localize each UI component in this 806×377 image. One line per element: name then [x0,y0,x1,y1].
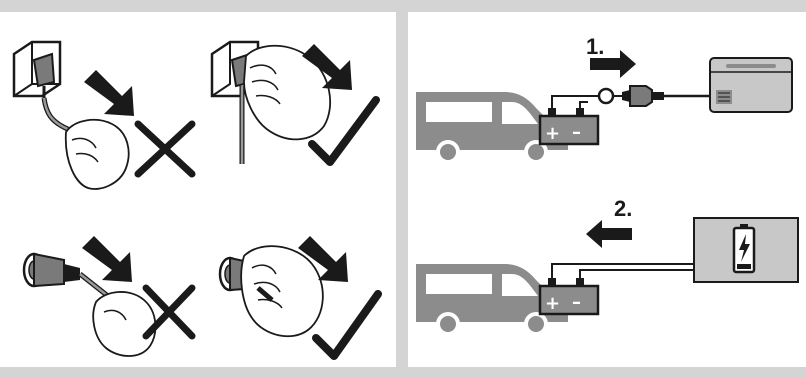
van-icon [416,264,568,336]
plug-icon [32,52,56,98]
hand-icon [64,118,130,190]
unplug-instructions-panel [0,12,396,367]
arrow-icon [586,220,632,248]
car-plug-right-group [218,236,382,360]
cross-icon [134,120,196,178]
van-icon [416,92,568,164]
wall-socket-wrong-group [12,40,196,190]
car-plug-wrong-group [22,236,196,357]
arrow-icon [302,44,352,90]
vehicle-battery-icon: + – [538,278,600,316]
unplug-illustrations [12,40,382,360]
hand-icon [92,291,157,357]
checkmark-icon [308,96,380,166]
arrow-icon [590,50,636,78]
fridge-icon [709,57,793,113]
step-1-label: 1. [586,34,604,59]
car-plug-icon [22,252,80,288]
wall-socket-right-group [210,40,380,166]
cross-icon [142,284,196,340]
battery-plus-sign: + [545,293,560,314]
power-cable [551,263,694,278]
power-cable [579,269,694,278]
power-cable [551,95,600,108]
power-cable [256,286,274,302]
lightning-icon [739,234,750,262]
charging-illustrations: 1. + – [416,34,799,336]
battery-minus-sign: – [572,292,581,313]
fuse-icon [597,87,615,105]
arrow-icon [84,70,134,116]
arrow-icon [82,236,132,282]
step-2-group: 2. + – [416,196,799,336]
step-1-group: 1. + – [416,34,793,164]
arrow-icon [298,236,348,282]
checkmark-icon [312,290,382,360]
step-2-label: 2. [614,196,632,221]
battery-plus-sign: + [545,123,560,144]
vehicle-battery-icon: + – [538,108,600,146]
power-cable [579,101,588,108]
hand-icon [243,44,331,141]
charging-instructions-panel: 1. + – [408,12,806,367]
hand-icon [240,245,324,338]
charger-battery-icon [693,217,799,283]
battery-minus-sign: – [572,122,581,143]
car-plug-icon [622,85,664,107]
